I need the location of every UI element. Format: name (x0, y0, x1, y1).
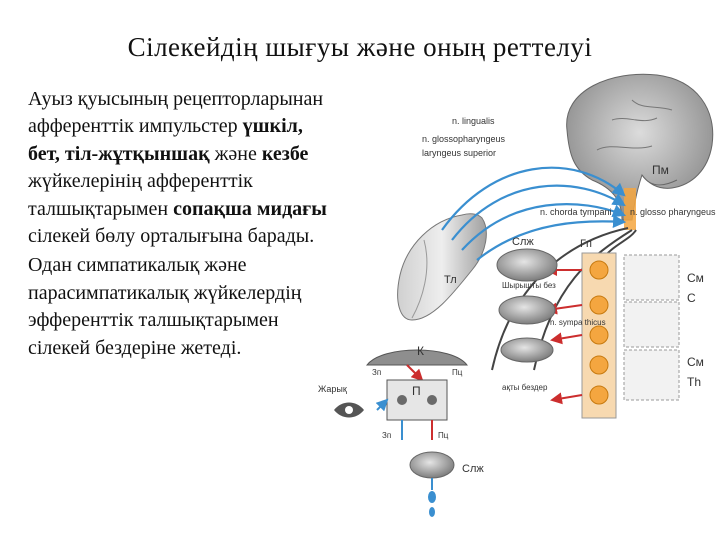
eye-icon (334, 402, 364, 418)
label-n-sympathicus: n. sympa thicus (550, 318, 606, 327)
label-sublingual: Шырышты без (502, 281, 556, 290)
label-n-glossopharyngeus: n. glossopharyngeus (422, 134, 506, 144)
lower-gland (409, 451, 455, 517)
reflex-box (365, 349, 469, 440)
salivation-regulation-diagram: n. lingualis n. glossopharyngeus larynge… (318, 73, 716, 517)
label-slzh-top: Слж (512, 236, 534, 248)
label-pts-1: Пц (452, 368, 463, 377)
text-segment: жүйкелерінің афференттік талшықтарымен (28, 170, 253, 220)
label-th: Th (687, 375, 701, 389)
saliva-drop-icon (428, 491, 436, 503)
label-gp: Гп (580, 238, 592, 250)
nucleus-columns (581, 252, 617, 419)
label-zp-2: Зп (382, 431, 391, 440)
label-p: П (412, 384, 421, 398)
label-tl: Тл (444, 274, 457, 286)
brain (566, 73, 714, 230)
label-glossopharyngeus-right: n. glosso pharyngeus (630, 207, 716, 217)
text-segment: Ауыз қуысының рецепторларынан афферентті… (28, 88, 324, 138)
label-k: К (417, 344, 424, 358)
spinal-cord-segments (623, 254, 680, 401)
label-n-lingualis: n. lingualis (452, 116, 495, 126)
label-zharyk: Жарық (318, 384, 347, 394)
text-segment: кезбе (261, 142, 309, 165)
paragraph-afferent: Ауыз қуысының рецепторларынан афферентті… (28, 86, 338, 250)
label-sm-2: См (687, 355, 704, 369)
text-segment: сілекей бөлу орталығына барады. (28, 225, 315, 248)
label-chorda-tympani: n. chorda tympani (540, 207, 612, 217)
label-pm: Пм (652, 163, 669, 177)
label-zp-1: Зп (372, 368, 381, 377)
tongue (397, 213, 487, 321)
slide-title: Сілекейдің шығуы және оның реттелуі (127, 32, 593, 62)
label-slzh-bottom: Слж (462, 463, 484, 475)
text-segment: сопақша мидағы (173, 197, 327, 220)
label-pts-2: Пц (438, 431, 449, 440)
text-segment: және (209, 142, 262, 165)
label-c: С (687, 291, 696, 305)
body-text: Ауыз қуысының рецепторларынан афферентті… (28, 86, 338, 362)
text-segment: үшкіл, бет, тіл-жұтқыншақ (28, 115, 303, 165)
salivary-glands (496, 248, 558, 363)
label-laryngeus-superior: laryngeus superior (422, 148, 496, 158)
label-sm-1: См (687, 271, 704, 285)
paragraph-efferent: Одан симпатикалық және парасимпатикалық … (28, 254, 302, 359)
afferent-nerves (441, 166, 627, 261)
medulla-nucleus (624, 188, 636, 230)
label-glands-text: ақты бездер (502, 383, 548, 392)
